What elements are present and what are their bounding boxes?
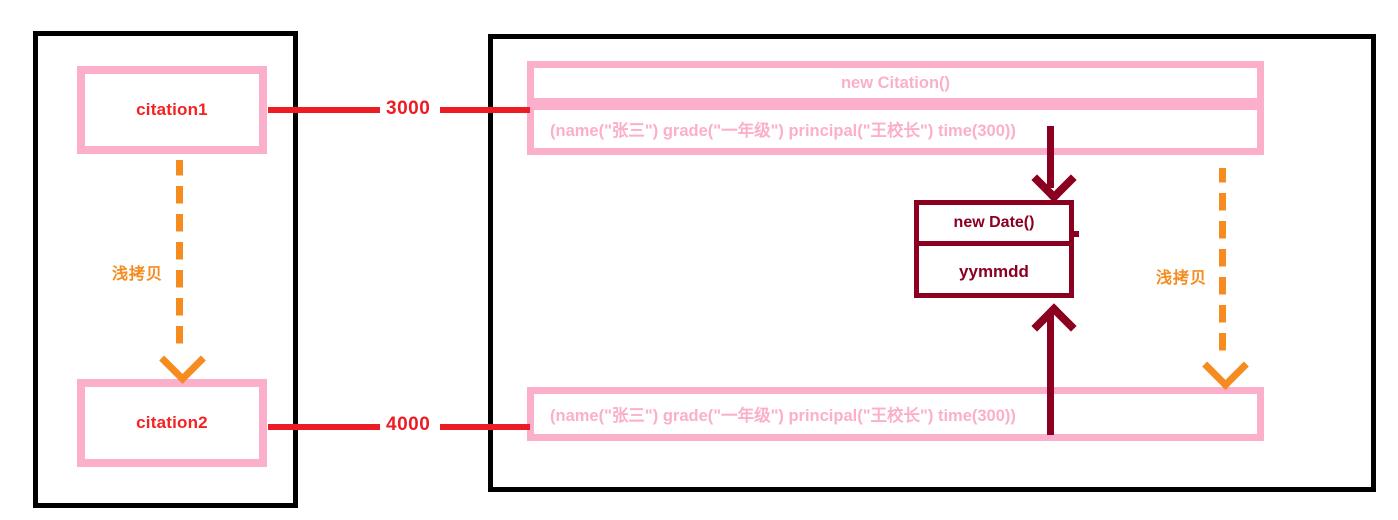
date-object-header-label: new Date() [953,214,1035,231]
date-object-connector-nub [1072,231,1079,237]
reference-address-3000: 3000 [386,98,431,119]
variable-label-citation2: citation2 [136,413,208,432]
reference-line-4000-right [440,424,530,430]
date-object-box[interactable]: new Date() yymmdd [914,200,1074,298]
date-object-value-label: yymmdd [959,262,1029,281]
date-reference-line-bottom [1047,310,1054,435]
object-fields-citation1[interactable]: (name("张三") grade("一年级") principal("王校长"… [527,103,1264,155]
object-header-label: new Citation() [840,73,951,92]
object-fields-label-2: (name("张三") grade("一年级") principal("王校长"… [550,407,1016,425]
shallow-copy-label-left: 浅拷贝 [112,266,164,283]
date-reference-line-top [1047,126,1054,188]
shallow-copy-arrow-left [176,160,183,352]
variable-label-citation1: citation1 [136,100,208,119]
object-fields-label-1: (name("张三") grade("一年级") principal("王校长"… [550,122,1016,140]
reference-line-3000-left [268,107,380,113]
date-object-body: yymmdd [919,246,1069,298]
reference-line-3000-right [440,107,530,113]
variable-box-citation2[interactable]: citation2 [77,379,267,467]
object-fields-citation2[interactable]: (name("张三") grade("一年级") principal("王校长"… [527,387,1264,441]
variable-box-citation1[interactable]: citation1 [77,66,267,154]
shallow-copy-arrow-right [1219,168,1226,358]
reference-line-4000-left [268,424,380,430]
date-object-header: new Date() [919,205,1069,246]
reference-address-4000: 4000 [386,414,431,435]
object-header-new-citation[interactable]: new Citation() [527,61,1264,105]
shallow-copy-label-right: 浅拷贝 [1156,270,1208,287]
